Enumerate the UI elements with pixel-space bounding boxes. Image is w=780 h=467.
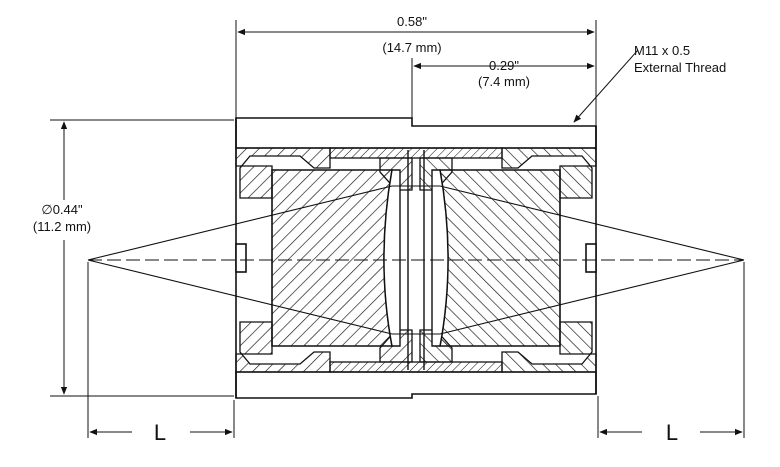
diameter-inch: ∅0.44" — [41, 202, 83, 217]
diameter-mm: (11.2 mm) — [33, 219, 91, 234]
overall-length-inch: 0.58" — [397, 14, 427, 29]
diameter-label-bg — [14, 200, 112, 240]
thread-spec-line1: M11 x 0.5 — [634, 43, 690, 58]
thread-callout-leader — [573, 49, 639, 123]
right-distance-dimension — [597, 262, 745, 438]
thread-length-dimension — [411, 58, 595, 118]
ray-lines — [87, 185, 745, 335]
thread-length-inch: 0.29" — [489, 58, 519, 73]
overall-length-dimension — [235, 20, 597, 126]
right-distance-label: L — [666, 420, 678, 445]
left-distance-label: L — [154, 420, 166, 445]
overall-length-mm: (14.7 mm) — [382, 40, 441, 55]
left-distance-dimension — [87, 262, 235, 438]
thread-spec-line2: External Thread — [634, 60, 726, 75]
center-spacer — [383, 150, 449, 370]
thread-length-mm: (7.4 mm) — [478, 74, 530, 89]
diameter-dimension — [50, 119, 234, 397]
